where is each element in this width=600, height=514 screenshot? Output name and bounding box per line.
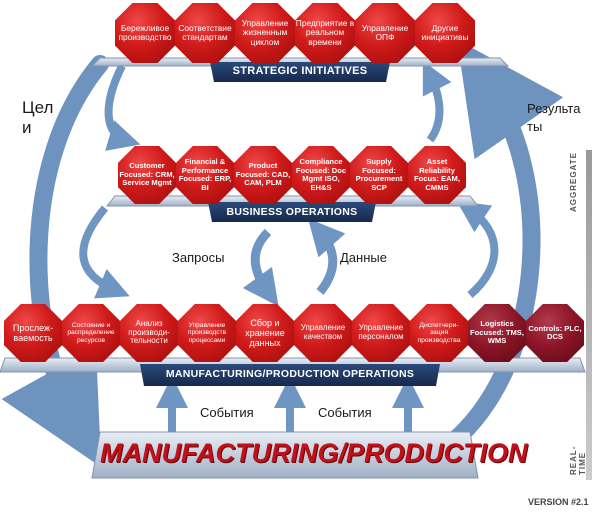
version-label: VERSION #2.1 — [528, 497, 589, 507]
business-to-strategic-arrow — [422, 60, 452, 143]
business-bar-label: BUSINESS OPERATIONS — [226, 206, 358, 218]
events-label: События — [200, 405, 254, 420]
mfg-ops-item: Сбор и хранение данных — [236, 304, 294, 362]
mfg-ops-bar-label: MANUFACTURING/PRODUCTION OPERATIONS — [165, 368, 415, 380]
data-arrow — [308, 218, 346, 295]
strategic-item: Управление жизненным циклом — [235, 3, 295, 63]
strategic-item: Управление ОПФ — [355, 3, 415, 63]
business-to-ops-arrow — [79, 205, 130, 299]
mfg-ops-item: Управление персоналом — [352, 304, 410, 362]
mfg-ops-item: Состояние и распределение ресурсов — [62, 304, 120, 362]
strategic-to-business-arrow — [104, 64, 141, 151]
mfg-ops-item: Управление производств процессами — [178, 304, 236, 362]
goals-arrow — [1, 55, 109, 468]
business-bar — [208, 202, 376, 222]
requests-label: Запросы — [172, 250, 225, 265]
mfg-ops-item: Диспетчери- зация производства — [410, 304, 468, 362]
strategic-bar-label: STRATEGIC INITIATIVES — [232, 65, 368, 77]
realtime-label: REAL-TIME — [569, 445, 587, 475]
strategic-item: Предприятие в реальном времени — [295, 3, 355, 63]
aggregate-label: AGGREGATE — [569, 152, 578, 212]
strategic-item: Бережливое производство — [115, 3, 175, 63]
mfg-ops-item: Logistics Focused: TMS, WMS — [468, 304, 526, 362]
results-label: Результаты — [527, 101, 581, 134]
mfg-ops-bar — [140, 364, 440, 386]
mfg-ops-item: Управление качеством — [294, 304, 352, 362]
ops-to-business-arrow — [456, 201, 499, 299]
production-platform — [91, 431, 479, 479]
strategic-item: Соответствие стандартам — [175, 3, 235, 63]
business-item: Asset Reliability Focus: EAM, CMMS — [408, 146, 466, 204]
mfg-ops-item: Controls: PLC, DCS — [526, 304, 584, 362]
strategic-bar — [210, 62, 390, 82]
requests-arrow — [242, 228, 279, 307]
business-item: Financial & Performance Focused: ERP, BI — [176, 146, 234, 204]
results-arrow — [446, 39, 564, 449]
business-item: Customer Focused: CRM, Service Mgmt — [118, 146, 176, 204]
goals-label: Цели — [22, 98, 54, 138]
aggregate-realtime-scale — [586, 150, 592, 480]
data-label: Данные — [340, 250, 387, 265]
mfg-ops-item: Прослеж- ваемость — [4, 304, 62, 362]
production-label: MANUFACTURING/PRODUCTION — [100, 438, 528, 468]
strategic-item: Другие инициативы — [415, 3, 475, 63]
business-item: Supply Focused: Procurement SCP — [350, 146, 408, 204]
business-item: Compliance Focused: Doc Mgmt ISO, EH&S — [292, 146, 350, 204]
events-label: События — [318, 405, 372, 420]
mfg-ops-item: Анализ производи- тельности — [120, 304, 178, 362]
business-item: Product Focused: CAD, CAM, PLM — [234, 146, 292, 204]
